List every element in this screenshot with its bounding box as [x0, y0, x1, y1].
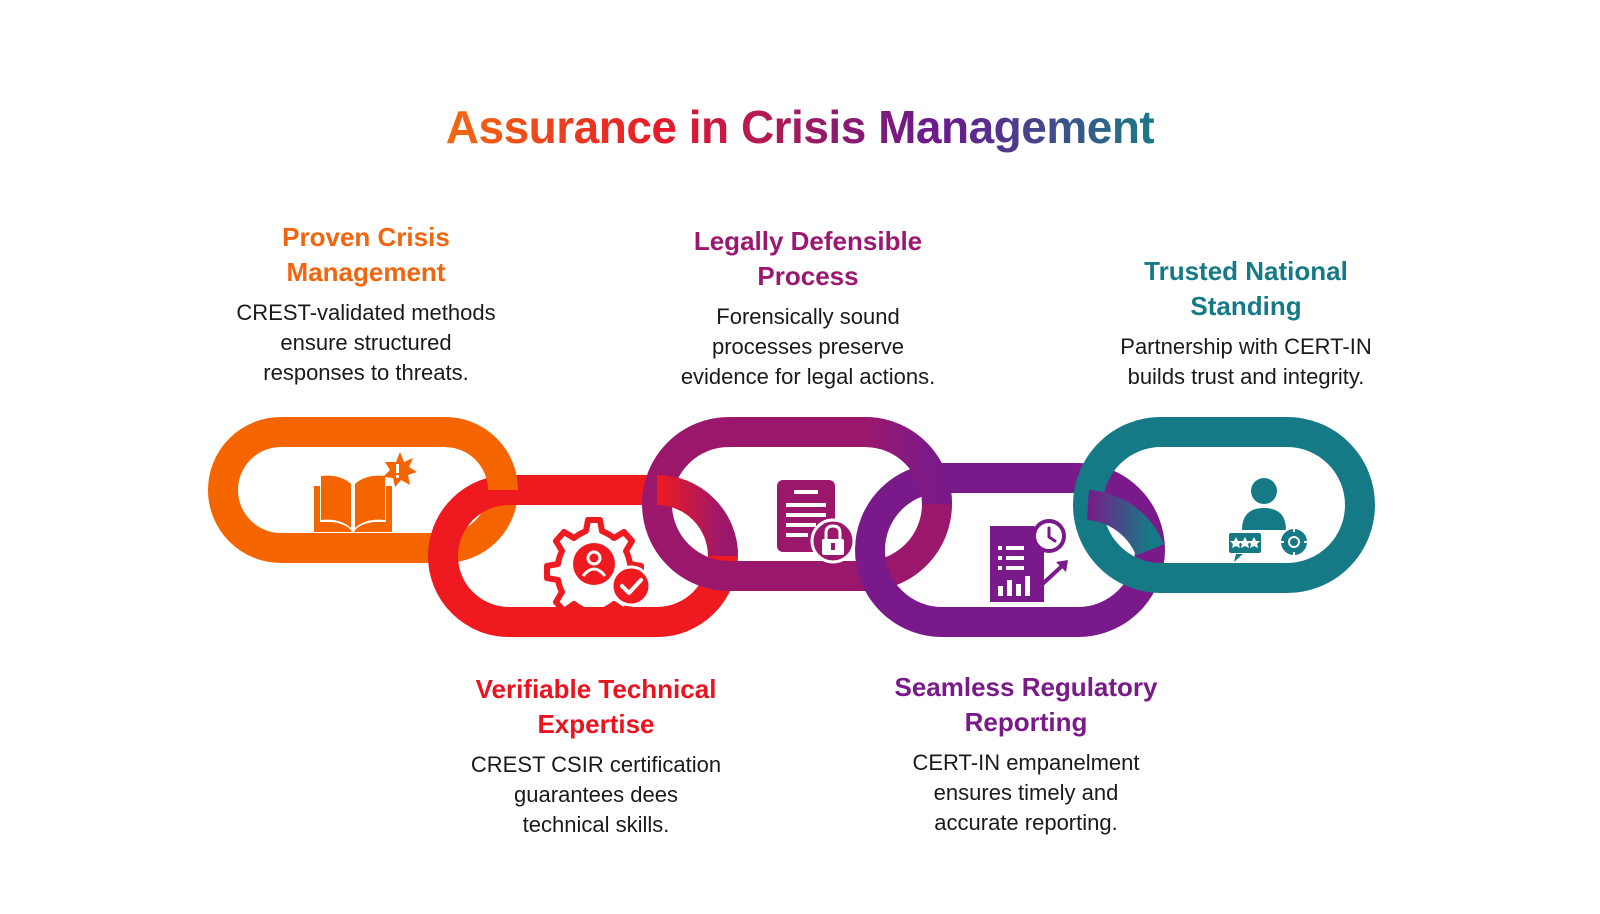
- report-chart-clock-icon: [990, 519, 1068, 602]
- chain-link-3-overlap: [864, 417, 952, 505]
- document-lock-icon: [777, 480, 856, 564]
- item-proven-crisis-management: Proven Crisis Management CREST-validated…: [206, 220, 526, 388]
- item-trusted-national-standing: Trusted National Standing Partnership wi…: [1086, 254, 1406, 392]
- item-heading: Legally Defensible Process: [693, 226, 923, 291]
- item-heading: Verifiable Technical Expertise: [475, 674, 717, 739]
- chain-link-4-overlap: [1086, 490, 1164, 557]
- item-description: CERT-IN empanelment ensures timely and a…: [912, 750, 1140, 835]
- book-alert-icon: [314, 452, 417, 532]
- item-description: CREST-validated methods ensure structure…: [236, 300, 496, 385]
- item-description: CREST CSIR certification guarantees dees…: [470, 752, 722, 837]
- page-title-text: Assurance in Crisis Management: [445, 101, 1155, 153]
- item-heading: Trusted National Standing: [1144, 256, 1348, 321]
- person-rating-badge-icon: [1227, 478, 1309, 562]
- chain-link-2-overlap: [656, 475, 738, 557]
- item-description: Forensically sound processes preserve ev…: [680, 304, 936, 389]
- item-heading: Seamless Regulatory Reporting: [894, 672, 1158, 737]
- page-title: Assurance in Crisis Management: [0, 100, 1600, 154]
- item-heading: Proven Crisis Management: [282, 222, 450, 287]
- item-legally-defensible-process: Legally Defensible Process Forensically …: [648, 224, 968, 392]
- chain-link-1-overlap: [444, 417, 518, 491]
- item-seamless-regulatory-reporting: Seamless Regulatory Reporting CERT-IN em…: [866, 670, 1186, 838]
- gear-user-check-icon: [544, 517, 652, 625]
- item-description: Partnership with CERT-IN builds trust an…: [1120, 334, 1372, 389]
- item-verifiable-technical-expertise: Verifiable Technical Expertise CREST CSI…: [436, 672, 756, 840]
